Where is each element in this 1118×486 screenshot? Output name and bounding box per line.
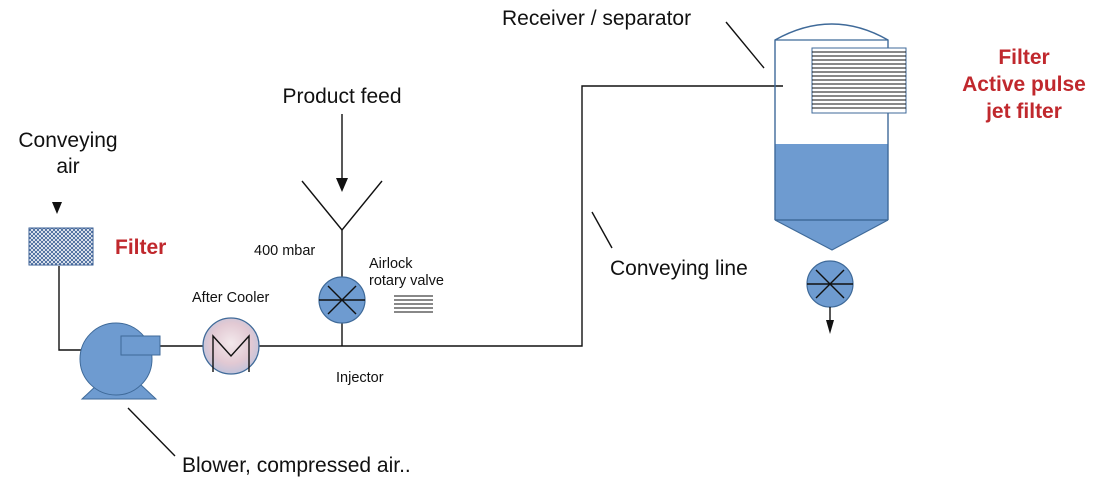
product-feed-label: Product feed	[282, 85, 401, 108]
blower-pump-icon	[79, 322, 153, 396]
rotary-valve-icon	[318, 276, 366, 324]
valve-lines-icon	[394, 295, 433, 313]
feed-hopper-icon	[301, 180, 383, 232]
receiver-filter-label-line1: Filter	[998, 46, 1049, 69]
product-feed-arrow-icon	[336, 178, 348, 192]
after-cooler-label: After Cooler	[192, 290, 270, 306]
discharge-arrow-icon	[826, 320, 834, 334]
crosshatch-filter-icon	[28, 227, 94, 266]
conveying-air-label-line1: Conveying	[18, 129, 117, 152]
filter-to-blower-pipe	[58, 266, 85, 351]
receiver-vessel	[774, 23, 889, 220]
piping	[58, 85, 783, 351]
after-cooler: After Cooler	[192, 290, 270, 375]
conveying-line: Conveying line	[591, 211, 748, 280]
pulse-jet-filter-icon	[811, 47, 907, 114]
pressure-label: 400 mbar	[254, 243, 315, 259]
air-inlet-arrow-icon	[52, 202, 62, 214]
receiver-leader-line	[725, 21, 765, 69]
injector-label: Injector	[336, 370, 384, 386]
receiver-filter-label-line3: jet filter	[985, 100, 1062, 123]
heat-exchanger-icon	[202, 317, 260, 375]
receiver-label: Receiver / separator	[502, 7, 691, 30]
inlet-filter-label: Filter	[115, 236, 166, 259]
receiver-filter-label-line2: Active pulse	[962, 73, 1086, 96]
airlock-label-line2: rotary valve	[369, 273, 444, 289]
discharge-rotary-valve-icon	[806, 260, 854, 308]
conveying-air-label-line2: air	[56, 155, 79, 178]
blower-leader-line	[127, 407, 176, 457]
blower: Blower, compressed air..	[79, 322, 411, 477]
conveying-line-label: Conveying line	[610, 257, 748, 280]
receiver-cone	[774, 219, 889, 251]
receiver-separator: Receiver / separator	[502, 7, 1086, 334]
product-level	[775, 144, 888, 220]
inlet-filter: Conveying air Filter	[18, 129, 166, 266]
airlock-label-line1: Airlock	[369, 256, 413, 272]
conveying-line-pipe	[258, 85, 783, 347]
blower-label: Blower, compressed air..	[182, 454, 411, 477]
blower-outlet	[120, 335, 161, 356]
product-feed: Product feed 400 mbar	[254, 85, 402, 259]
conveying-line-leader	[591, 211, 613, 249]
airlock-rotary-valve: Airlock rotary valve Injector	[318, 256, 444, 386]
